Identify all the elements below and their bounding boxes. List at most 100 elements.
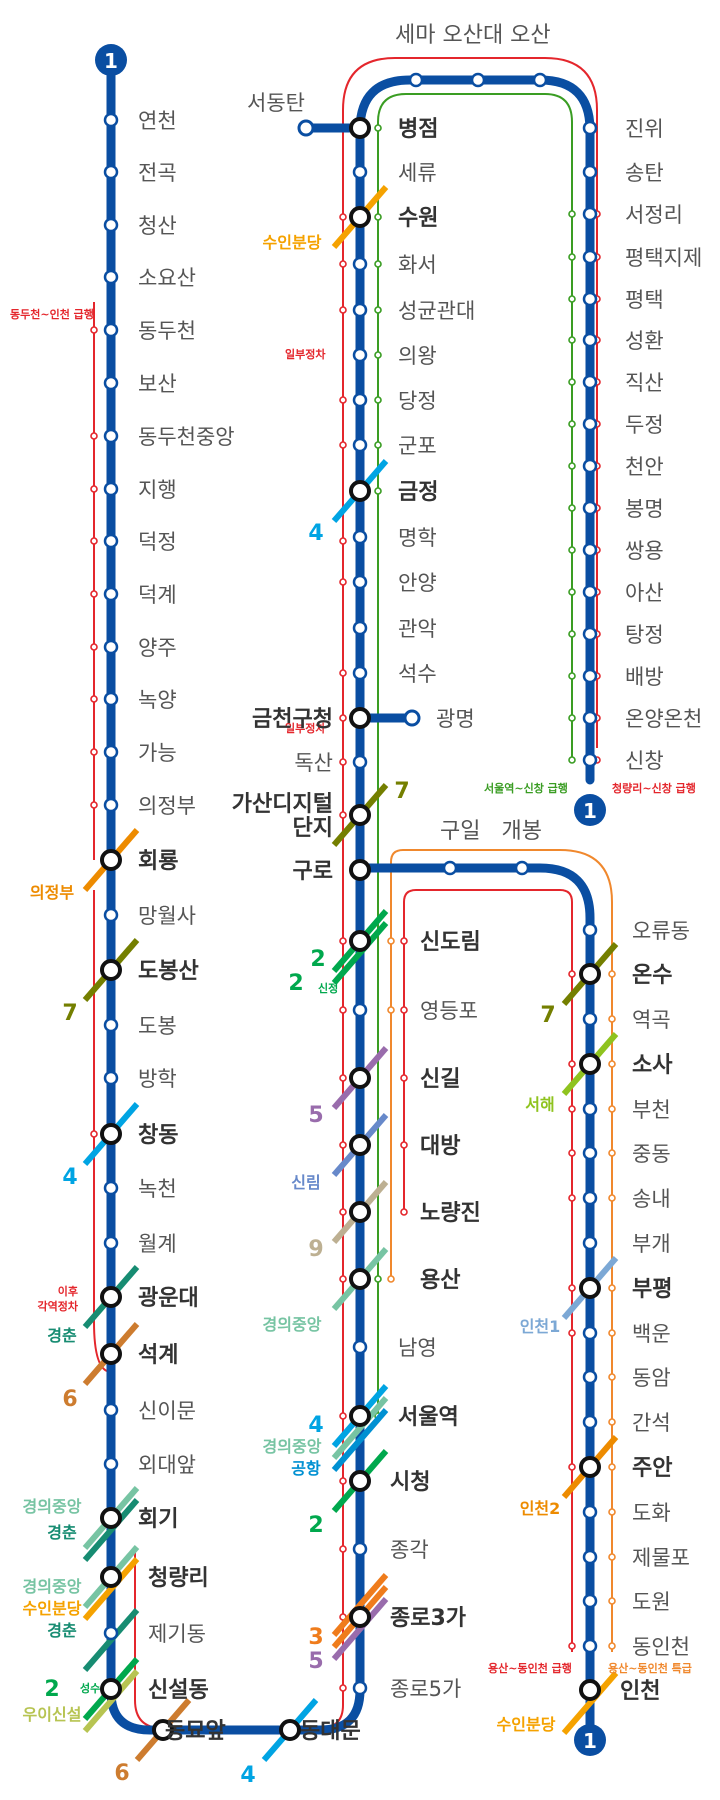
station-jongno5[interactable]: 종로5가 — [352, 1677, 461, 1701]
station-bugae[interactable]: 부개 — [582, 1232, 671, 1256]
station-gwangmyeong[interactable]: 광명 — [403, 707, 475, 731]
station-seoksu[interactable]: 석수 — [352, 662, 437, 686]
station-yeoncheon[interactable]: 연천 — [103, 109, 177, 133]
station-bucheon[interactable]: 부천 — [582, 1098, 671, 1122]
station-sinchang[interactable]: 신창 — [582, 749, 664, 773]
station-myeonghak[interactable]: 명학 — [352, 526, 437, 550]
station-bupyeong[interactable]: 부평 — [579, 1277, 672, 1302]
station-incheon[interactable]: 인천 — [579, 1679, 660, 1704]
station-jungdong[interactable]: 중동 — [582, 1142, 671, 1166]
station-seokgye[interactable]: 석계 — [100, 1343, 178, 1368]
station-marker-unlabeled-4[interactable] — [514, 860, 530, 876]
station-namyeong[interactable]: 남영 — [352, 1336, 437, 1360]
station-jiksan[interactable]: 직산 — [582, 371, 664, 395]
station-ganeung[interactable]: 가능 — [103, 741, 177, 765]
station-guro[interactable]: 구로 — [293, 859, 371, 884]
station-oedae[interactable]: 외대앞 — [103, 1453, 196, 1477]
station-cityhall[interactable]: 시청 — [349, 1470, 430, 1495]
station-hoegi[interactable]: 회기 — [100, 1507, 178, 1532]
station-sinimun[interactable]: 신이문 — [103, 1399, 196, 1423]
station-singil[interactable]: 신길 — [349, 1067, 460, 1092]
station-bosan[interactable]: 보산 — [103, 372, 177, 396]
station-songnae[interactable]: 송내 — [582, 1187, 671, 1211]
station-yongsan[interactable]: 용산 — [349, 1268, 460, 1293]
station-banghak[interactable]: 방학 — [103, 1067, 177, 1091]
station-seonghwan[interactable]: 성환 — [582, 329, 664, 353]
station-dohwa[interactable]: 도화 — [582, 1501, 671, 1525]
station-deokgye[interactable]: 덕계 — [103, 583, 177, 607]
station-pyeongtaek[interactable]: 평택 — [582, 288, 664, 312]
station-gwanak[interactable]: 관악 — [352, 617, 437, 641]
station-yeokgok[interactable]: 역곡 — [582, 1008, 671, 1032]
station-hoeryong[interactable]: 회룡 — [100, 849, 178, 874]
station-daebang[interactable]: 대방 — [349, 1134, 460, 1159]
station-kwangwoon[interactable]: 광운대 — [100, 1286, 199, 1311]
station-cheonan[interactable]: 천안 — [582, 455, 664, 479]
station-geumcheon[interactable]: 금천구청 — [252, 707, 371, 732]
station-doksan[interactable]: 독산 — [294, 751, 368, 775]
station-ganseok[interactable]: 간석 — [582, 1411, 671, 1435]
station-dangjeong[interactable]: 당정 — [352, 389, 437, 413]
station-dobong[interactable]: 도봉 — [103, 1014, 177, 1038]
station-dongincheon[interactable]: 동인천 — [582, 1635, 690, 1659]
station-changdong[interactable]: 창동 — [100, 1123, 178, 1148]
station-anyang[interactable]: 안양 — [352, 571, 437, 595]
station-dongducheon_jungang[interactable]: 동두천중앙 — [103, 425, 235, 449]
station-seoulstation[interactable]: 서울역 — [349, 1405, 459, 1430]
station-seryu[interactable]: 세류 — [352, 161, 437, 185]
station-jemulpo[interactable]: 제물포 — [582, 1546, 690, 1570]
station-yeongdeungpo[interactable]: 영등포 — [352, 999, 478, 1023]
station-baegun[interactable]: 백운 — [582, 1322, 671, 1346]
station-oryu[interactable]: 오류동 — [582, 919, 690, 943]
station-asan[interactable]: 아산 — [582, 581, 664, 605]
station-dongmyo[interactable]: 동묘앞 — [152, 1719, 226, 1744]
station-juan[interactable]: 주안 — [579, 1456, 672, 1481]
station-jihaeng[interactable]: 지행 — [103, 478, 177, 502]
station-ssangyong[interactable]: 쌍용 — [582, 539, 664, 563]
station-marker-unlabeled-0[interactable] — [408, 72, 424, 88]
station-dongdaemun[interactable]: 동대문 — [279, 1719, 361, 1744]
station-sosa[interactable]: 소사 — [579, 1053, 673, 1078]
station-nogyang[interactable]: 녹양 — [103, 688, 177, 712]
station-pyeongtaekjije[interactable]: 평택지제 — [582, 246, 702, 270]
station-tangjeong[interactable]: 탕정 — [582, 623, 664, 647]
station-dongducheon[interactable]: 동두천 — [103, 319, 196, 343]
station-geumjeong[interactable]: 금정 — [349, 480, 438, 505]
station-uijeongbu[interactable]: 의정부 — [103, 794, 196, 818]
station-bongmyeong[interactable]: 봉명 — [582, 497, 664, 521]
station-wolgye[interactable]: 월계 — [103, 1232, 177, 1256]
station-onsu[interactable]: 온수 — [579, 963, 672, 988]
station-noryangjin[interactable]: 노량진 — [349, 1201, 481, 1226]
station-marker-unlabeled-1[interactable] — [470, 72, 486, 88]
station-sinseol[interactable]: 신설동 — [100, 1678, 209, 1703]
station-marker-unlabeled-2[interactable] — [532, 72, 548, 88]
station-dowon[interactable]: 도원 — [582, 1590, 671, 1614]
station-jongno3[interactable]: 종로3가 — [349, 1606, 466, 1631]
station-marker-unlabeled-3[interactable] — [442, 860, 458, 876]
station-jegi[interactable]: 제기동 — [103, 1622, 206, 1646]
station-soyosan[interactable]: 소요산 — [103, 266, 196, 290]
station-nokcheon[interactable]: 녹천 — [103, 1177, 177, 1201]
station-deokjeong[interactable]: 덕정 — [103, 530, 177, 554]
station-sungkyunkwan[interactable]: 성균관대 — [352, 299, 475, 323]
station-uiwang[interactable]: 의왕 — [352, 344, 437, 368]
station-yangju[interactable]: 양주 — [103, 636, 177, 660]
station-seojeongni[interactable]: 서정리 — [582, 203, 683, 227]
station-dongam[interactable]: 동암 — [582, 1366, 671, 1390]
station-byeongjeom[interactable]: 병점 — [349, 117, 438, 142]
station-gunpo[interactable]: 군포 — [352, 434, 437, 458]
station-dobongsan[interactable]: 도봉산 — [100, 959, 199, 984]
station-seodongtan[interactable]: 서동탄 — [247, 91, 315, 137]
station-songtan[interactable]: 송탄 — [582, 161, 664, 185]
station-hwaseo[interactable]: 화서 — [352, 253, 437, 277]
station-sindorim[interactable]: 신도림 — [349, 930, 481, 955]
station-jinwi[interactable]: 진위 — [582, 117, 664, 141]
station-baebang[interactable]: 배방 — [582, 665, 664, 689]
station-mangwolsa[interactable]: 망월사 — [103, 904, 196, 928]
station-cheongnyangni[interactable]: 청량리 — [100, 1566, 209, 1591]
station-suwon[interactable]: 수원 — [349, 206, 438, 231]
station-dujeong[interactable]: 두정 — [582, 413, 664, 437]
station-onyang[interactable]: 온양온천 — [582, 707, 702, 731]
station-jeongok[interactable]: 전곡 — [103, 161, 177, 185]
